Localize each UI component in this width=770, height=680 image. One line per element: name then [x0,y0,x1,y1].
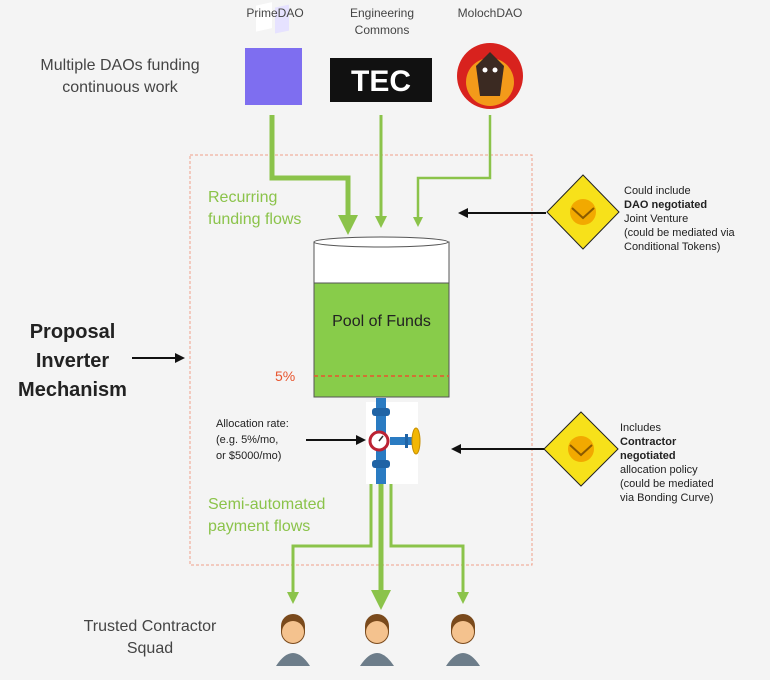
primedao-logo-icon [245,2,302,105]
tec-logo-text: TEC [351,65,411,98]
proposal-inverter-mechanism-label: Proposal Inverter Mechanism [18,321,127,401]
pool-of-funds-label: Pool of Funds [332,313,431,330]
handshake-diamond-icon-top [546,174,620,250]
allocation-policy-note-bold: Contractor negotiated [620,436,677,462]
joint-venture-note-line1: Could include [624,185,691,197]
pool-rim [313,236,449,248]
recurring-funding-label: Recurring funding flows [208,189,302,228]
allocation-policy-note: Includes Contractor negotiated allocatio… [620,421,765,505]
payment-flows-label: Semi-automated payment flows [208,496,326,535]
allocation-policy-note-line1: Includes [620,422,661,434]
dao-funding-note: Multiple DAOs funding continuous work [40,57,200,96]
moloch-logo-icon [457,43,523,109]
mechanism-boundary [189,154,533,566]
funding-arrow-primedao [269,115,358,235]
dao-label-molochdao: MolochDAO [457,6,523,20]
payment-arrow-right [389,484,469,604]
threshold-label: 5% [275,368,296,384]
contractor-squad-label: Trusted Contractor Squad [83,618,217,657]
joint-venture-note: Could include DAO negotiated Joint Ventu… [624,184,764,254]
tec-logo-icon: TEC [330,58,432,102]
handshake-diamond-icon-bottom [543,411,619,487]
joint-venture-note-bold: DAO negotiated [624,199,708,211]
joint-venture-note-rest: Joint Venture (could be mediated via Con… [624,213,735,253]
contractor-icon-2 [360,614,394,666]
valve-icon [366,398,421,484]
contractor-icon-1 [276,614,310,666]
funding-arrow-moloch [413,115,492,227]
allocation-policy-note-rest: allocation policy (could be mediated via… [620,464,714,504]
pool-fill [313,282,450,398]
payment-arrow-left [287,484,373,604]
dao-label-primedao: PrimeDAO [246,6,304,20]
allocation-rate-label: Allocation rate: (e.g. 5%/mo, or $5000/m… [216,418,289,462]
contractor-icon-3 [446,614,480,666]
dao-label-engineering-commons: Engineering Commons [349,6,415,37]
